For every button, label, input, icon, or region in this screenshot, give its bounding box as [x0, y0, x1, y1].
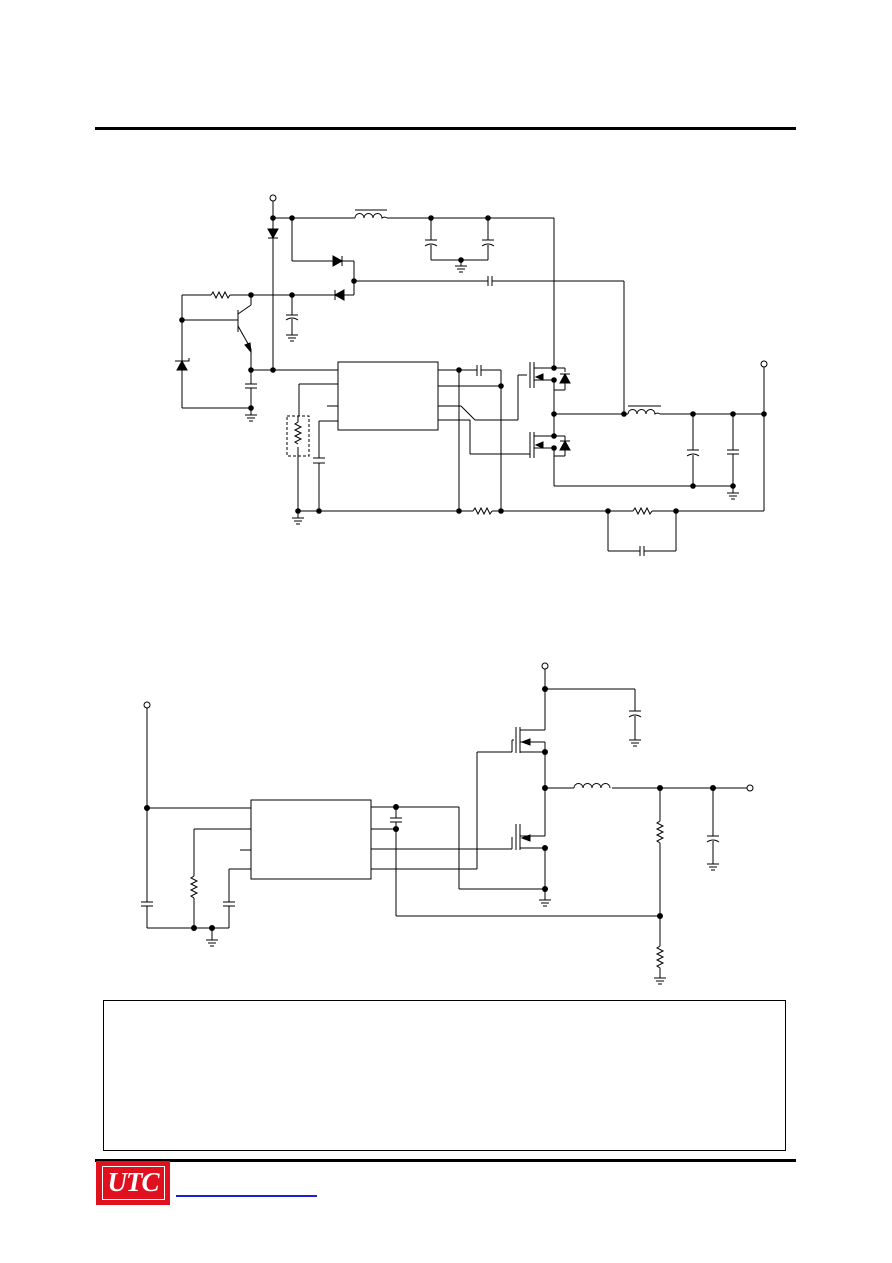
- controller-ic-1: [338, 362, 438, 430]
- resistor-r1: [211, 292, 230, 298]
- footer-rule: [95, 1159, 796, 1162]
- resistor-sense: [473, 508, 492, 514]
- zener-diode: [177, 361, 187, 370]
- input-terminal-2: [144, 702, 150, 708]
- resistor-fb: [633, 508, 652, 514]
- diode-d3: [335, 290, 344, 300]
- utc-logo-text: UTC: [107, 1167, 160, 1197]
- vin-terminal-2: [542, 663, 548, 669]
- resistor-r5: [657, 946, 663, 968]
- utc-logo: UTC: [96, 1161, 170, 1205]
- resistor-r4: [657, 821, 663, 843]
- inductor-l3: [574, 784, 610, 789]
- header-rule: [95, 127, 796, 130]
- diode-d1: [268, 229, 278, 238]
- inductor-l2: [628, 410, 660, 415]
- controller-ic-2: [251, 800, 371, 879]
- utc-logo-frame: UTC: [101, 1166, 165, 1200]
- info-box: [103, 1000, 786, 1151]
- resistor-r2: [295, 422, 301, 444]
- inductor-l1: [355, 214, 387, 218]
- diode-d2: [333, 256, 342, 266]
- output-terminal-2: [747, 785, 753, 791]
- resistor-r3: [191, 876, 197, 898]
- footer-link[interactable]: [176, 1195, 317, 1197]
